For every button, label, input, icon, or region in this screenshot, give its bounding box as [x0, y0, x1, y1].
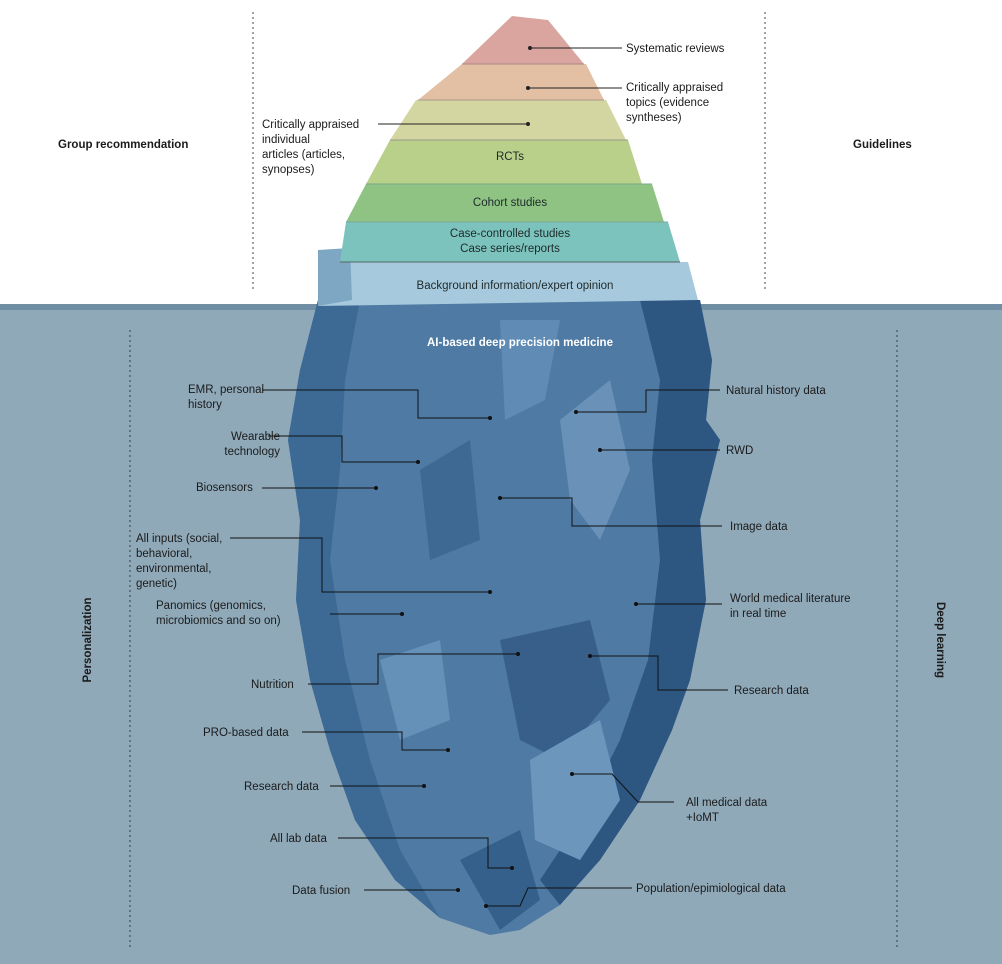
label-rwd: RWD	[726, 444, 753, 459]
side-label-deep-learning: Deep learning	[934, 602, 946, 678]
label-panomics: Panomics (genomics, microbiomics and so …	[156, 599, 281, 629]
label-background: Background information/expert opinion	[390, 279, 640, 294]
label-pro-based: PRO-based data	[203, 726, 289, 741]
label-research-data-right: Research data	[734, 684, 809, 699]
label-world-literature: World medical literature in real time	[730, 592, 851, 622]
label-nutrition: Nutrition	[251, 678, 294, 693]
side-label-personalization: Personalization	[82, 598, 94, 683]
label-critically-appraised-topics: Critically appraised topics (evidence sy…	[626, 81, 723, 126]
layer-systematic-reviews	[462, 16, 584, 64]
label-research-data-left: Research data	[244, 780, 319, 795]
label-emr: EMR, personal history	[188, 383, 264, 413]
layer-appraised-articles	[390, 100, 626, 140]
label-data-fusion: Data fusion	[292, 884, 350, 899]
label-case-controlled: Case-controlled studies	[420, 227, 600, 242]
layer-appraised-topics	[418, 64, 604, 100]
label-image-data: Image data	[730, 520, 788, 535]
label-biosensors: Biosensors	[196, 481, 253, 496]
label-natural-history: Natural history data	[726, 384, 826, 399]
side-label-guidelines: Guidelines	[853, 139, 912, 151]
label-all-inputs: All inputs (social, behavioral, environm…	[136, 532, 222, 592]
label-ai-deep-precision: AI-based deep precision medicine	[390, 336, 650, 351]
side-label-group-recommendation: Group recommendation	[58, 139, 188, 151]
label-critically-appraised-articles: Critically appraised individual articles…	[262, 118, 359, 178]
label-systematic-reviews: Systematic reviews	[626, 42, 724, 57]
label-population-data: Population/epimiological data	[636, 882, 786, 897]
label-cohort-studies: Cohort studies	[440, 196, 580, 211]
label-all-medical-data: All medical data +IoMT	[686, 796, 767, 826]
label-rcts: RCTs	[460, 150, 560, 165]
label-wearable: Wearable technology	[190, 430, 280, 460]
label-case-series: Case series/reports	[420, 242, 600, 257]
label-all-lab-data: All lab data	[270, 832, 327, 847]
